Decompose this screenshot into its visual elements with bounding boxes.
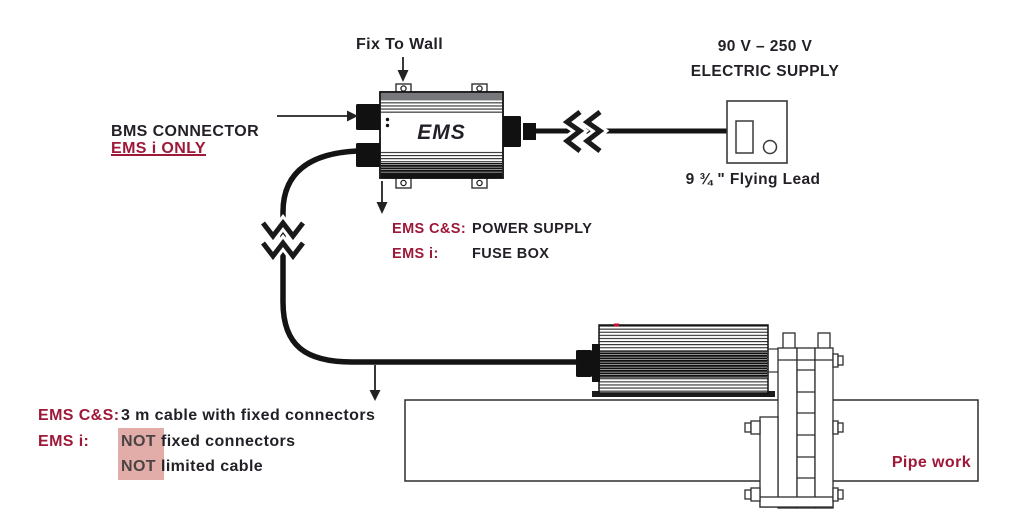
flange-plate-left <box>777 347 798 509</box>
arrow-down-icon <box>369 365 381 401</box>
cable-break-icon <box>258 213 308 266</box>
supply-cable <box>536 107 727 156</box>
pipe-flange-assembly <box>744 332 844 509</box>
heater-cable-port <box>356 143 380 167</box>
not-word: NOT <box>121 458 156 475</box>
flange-plate-right <box>814 347 834 509</box>
power-note-prefix-1: EMS C&S: <box>392 221 467 237</box>
supply-cable-port <box>503 116 521 147</box>
heater-dark-band <box>600 351 767 378</box>
flange-side-plate <box>759 416 779 508</box>
arrow-down-icon <box>397 57 409 82</box>
cable-break-icon <box>557 107 610 156</box>
cable-note-text-2: fixed connectors <box>160 432 296 450</box>
heater-indicator-dot <box>614 323 619 327</box>
power-note-text-1: POWER SUPPLY <box>472 221 593 237</box>
ems-unit <box>356 83 536 189</box>
electric-supply-label: ELECTRIC SUPPLY <box>690 63 840 80</box>
socket-hole <box>762 139 778 155</box>
heater-base-plate <box>592 391 775 397</box>
flange-top-tab <box>782 332 796 350</box>
cable-note: EMS C&S:3 m cable with fixed connectors … <box>38 403 375 480</box>
heater-connector <box>576 350 592 377</box>
cable-note-text-1: 3 m cable with fixed connectors <box>121 407 376 424</box>
flange-bolt <box>832 487 844 502</box>
pipe-work-pipe <box>404 399 979 482</box>
fix-to-wall-label: Fix To Wall <box>356 36 444 53</box>
ems-device-label: EMS <box>417 121 466 144</box>
supply-voltage-label: 90 V – 250 V <box>717 38 813 55</box>
arrow-right-icon <box>277 110 358 122</box>
flange-bottom-cap <box>759 496 834 508</box>
not-word: NOT <box>121 432 156 450</box>
power-note-text-2: FUSE BOX <box>472 246 550 262</box>
flying-lead-label: 9 ¾ " Flying Lead <box>685 171 821 188</box>
led-dot <box>385 123 390 128</box>
bms-connector-label: BMS CONNECTOR <box>111 123 260 140</box>
cable-note-prefix-2: EMS i: <box>38 432 90 450</box>
arrows <box>277 57 409 401</box>
flange-bolt <box>832 353 844 368</box>
supply-cable-plug <box>523 123 536 140</box>
pipe-heater-unit <box>576 323 778 397</box>
heater-connector-collar <box>592 344 600 382</box>
heater-cable <box>258 148 577 365</box>
ems-i-only-label: EMS i ONLY <box>111 140 206 157</box>
flange-middle-column <box>796 347 816 509</box>
flange-bolt <box>744 487 761 502</box>
cable-note-prefix-1: EMS C&S: <box>38 407 120 424</box>
flange-bolt <box>832 420 844 435</box>
wall-socket <box>726 100 788 164</box>
led-dot <box>385 117 390 122</box>
cable-note-text-3: limited cable <box>160 458 264 475</box>
power-note-prefix-2: EMS i: <box>392 246 439 262</box>
flange-bolt <box>744 420 761 435</box>
pipe-work-label: Pipe work <box>891 454 971 471</box>
flange-top-tab <box>817 332 831 350</box>
arrow-down-icon <box>376 181 388 214</box>
not-highlight <box>118 428 164 480</box>
bms-connector-port <box>356 104 380 130</box>
socket-switch <box>735 120 754 154</box>
power-note: EMS C&S: POWER SUPPLY EMS i: FUSE BOX <box>392 221 592 271</box>
